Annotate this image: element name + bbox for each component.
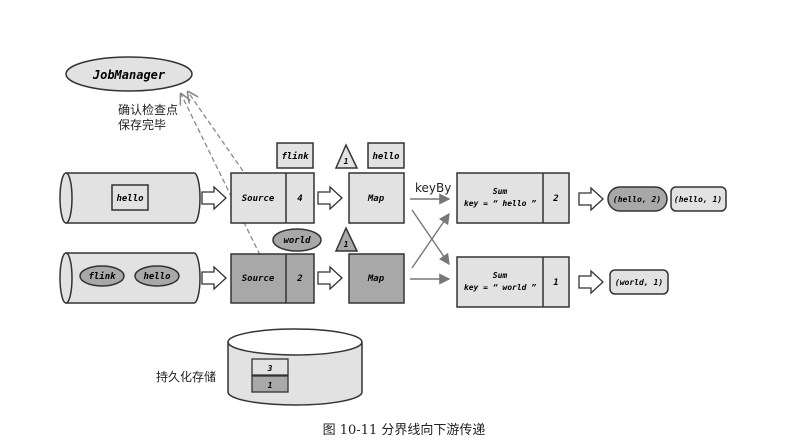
block-arrow-sum-to-output-bottom [578,269,604,295]
ack-arrow-bottom [181,94,261,256]
block-arrow-pipe-to-source-bottom [201,265,227,291]
svg-text:(world, 1): (world, 1) [615,278,663,287]
svg-text:1: 1 [344,157,349,166]
svg-text:world: world [283,236,311,246]
block-arrow-sum-to-output-top [578,186,604,212]
svg-text:flink: flink [281,151,309,162]
record-hello-top-pipe: hello [111,184,149,211]
svg-text:hello: hello [116,194,144,204]
source-bottom-label: Source [242,274,275,284]
checkpoint-note-line1: 确认检查点 [118,102,178,117]
svg-text:1: 1 [344,240,349,249]
record-flink-in-flight: flink [276,142,314,169]
svg-text:flink: flink [88,271,116,282]
storage-slot-1: 1 [251,375,289,393]
keyby-label: keyBy [415,181,451,195]
persistent-storage-cylinder [227,328,363,406]
stream-pipe-top [59,172,201,224]
record-hello-bottom-pipe: hello [134,265,180,287]
record-world-in-flight: world [272,228,322,252]
svg-text:(hello, 1): (hello, 1) [674,195,722,204]
map-operator-bottom: Map [348,253,405,304]
job-manager-label: JobManager [92,68,166,82]
source-operator-top: Source 4 [230,172,315,224]
barrier-triangle-bottom: 1 [334,226,359,252]
source-top-label: Source [242,194,275,204]
svg-text:1: 1 [268,381,273,390]
storage-label: 持久化存储 [156,369,216,384]
ack-arrow-top [188,92,244,172]
output-hello-2: (hello, 2) [607,186,668,212]
svg-text:hello: hello [143,272,171,282]
sum-top-count: 2 [552,194,558,204]
sum-operator-top: Sum key = “ hello ” 2 [456,172,570,224]
keyby-arrow-bottom-to-top [411,212,450,269]
storage-slot-3: 3 [251,358,289,376]
svg-text:Map: Map [367,194,385,204]
svg-text:key = “ hello ”: key = “ hello ” [464,199,536,208]
source-bottom-offset: 2 [296,274,302,284]
record-flink-bottom-pipe: flink [79,265,125,287]
output-world-1: (world, 1) [609,269,669,295]
source-top-offset: 4 [297,194,302,204]
svg-text:key = “ world ”: key = “ world ” [464,283,536,292]
block-arrow-source-to-map-top [317,185,343,211]
checkpoint-note-line2: 保存完毕 [118,117,166,132]
block-arrow-source-to-map-bottom [317,265,343,291]
sum-bottom-count: 1 [553,278,558,288]
svg-text:Sum: Sum [493,187,508,196]
svg-text:3: 3 [267,364,273,373]
svg-text:hello: hello [372,152,400,162]
figure-caption: 图 10-11 分界线向下游传递 [322,423,486,438]
output-hello-1: (hello, 1) [670,186,727,212]
svg-text:(hello, 2): (hello, 2) [613,195,661,204]
barrier-triangle-top: 1 [334,143,359,169]
keyby-arrow-top-to-bottom [411,209,450,266]
svg-text:Sum: Sum [493,271,508,280]
job-manager-node: JobManager [65,56,193,92]
svg-text:Map: Map [367,274,385,284]
record-hello-after-barrier: hello [367,142,405,169]
map-operator-top: Map [348,172,405,224]
source-operator-bottom: Source 2 [230,253,315,304]
block-arrow-pipe-to-source-top [201,185,227,211]
sum-operator-bottom: Sum key = “ world ” 1 [456,256,570,308]
